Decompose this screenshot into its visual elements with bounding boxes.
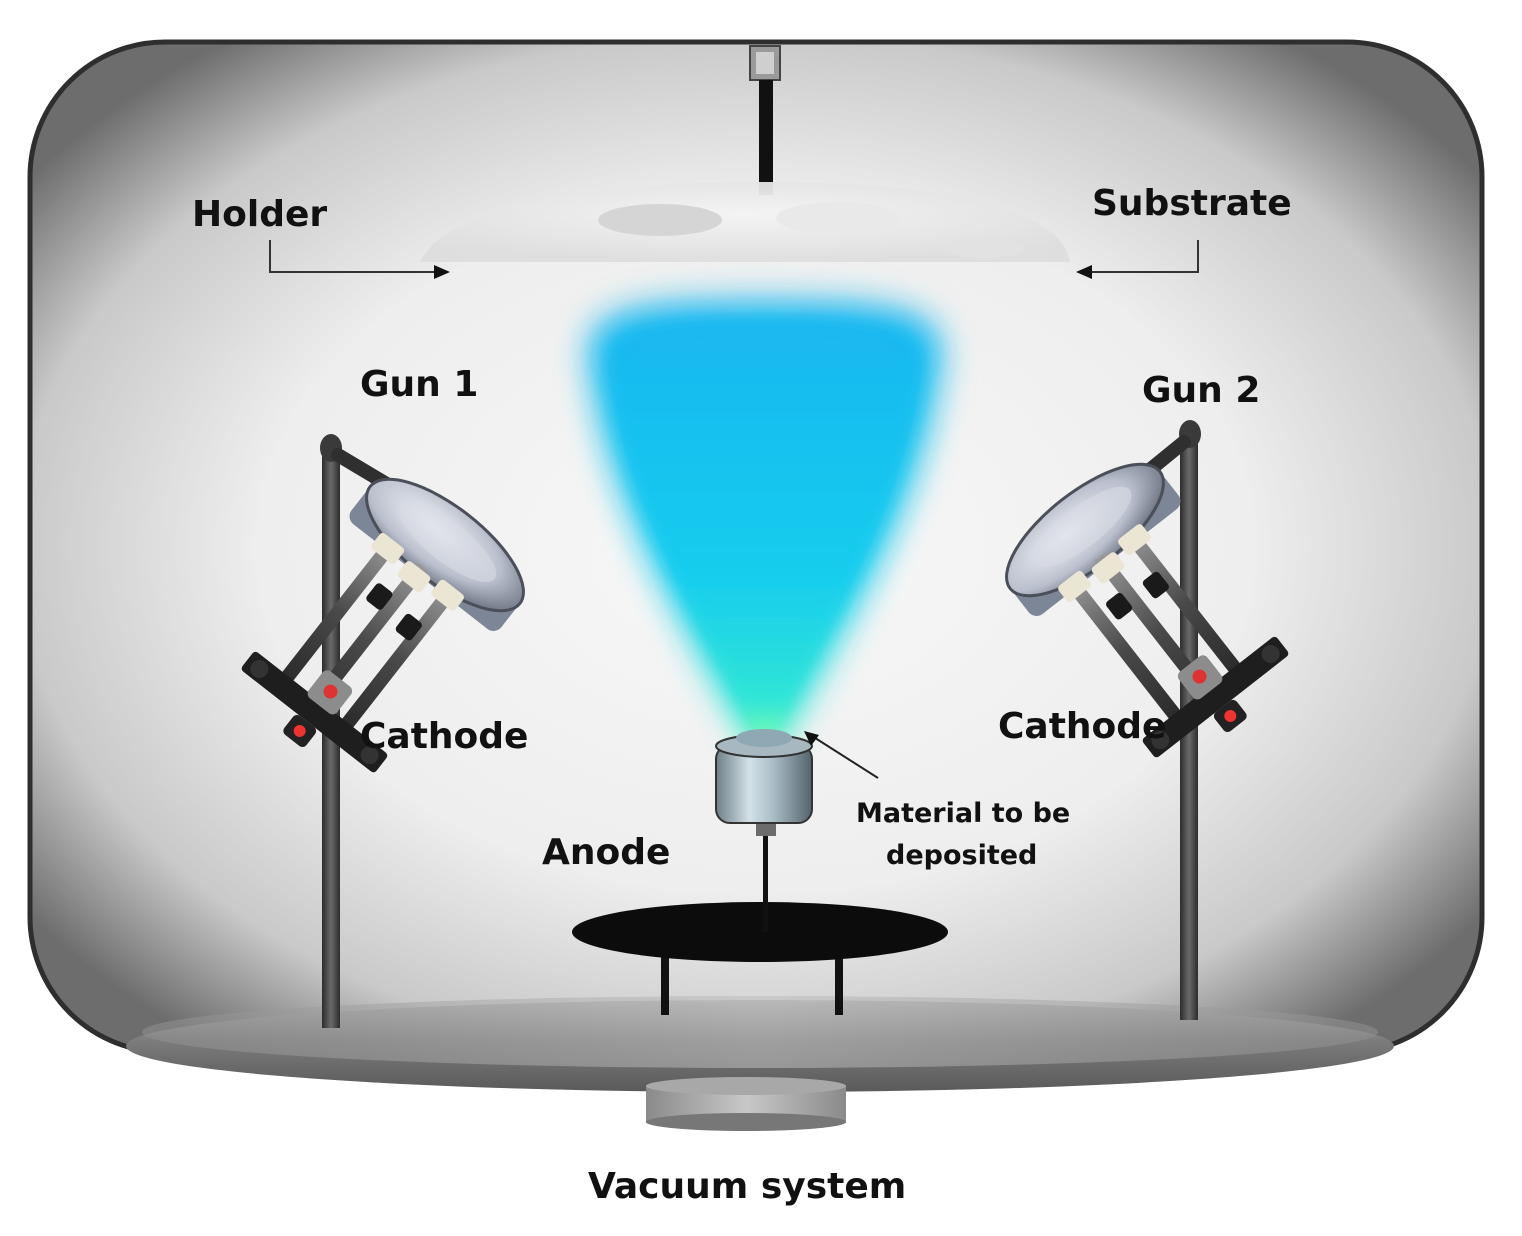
plasma-cone [587, 300, 943, 760]
substrate-holder [420, 182, 1070, 262]
gun-2-cathode-plate [1142, 636, 1289, 758]
material-arrow [804, 731, 879, 779]
base-plate [126, 996, 1394, 1092]
anode-stage [572, 818, 948, 1015]
gun-1-label: Gun 1 [360, 364, 478, 405]
anode-crucible [715, 729, 813, 824]
gun-2 [1005, 462, 1289, 758]
material-label-line1: Material to be [856, 798, 1070, 829]
anode-label: Anode [542, 832, 670, 873]
top-feedthrough [749, 45, 781, 195]
vacuum-system-label: Vacuum system [588, 1166, 906, 1207]
gun-2-label: Gun 2 [1142, 370, 1260, 411]
vacuum-port [646, 1077, 846, 1131]
gun-1 [241, 477, 525, 773]
cathode-left-label: Cathode [360, 716, 528, 757]
holder-arrow [269, 240, 450, 279]
substrate-label: Substrate [1092, 183, 1292, 224]
holder-label: Holder [192, 194, 327, 235]
cathode-right-label: Cathode [998, 706, 1166, 747]
gun-1-cathode-plate [241, 651, 388, 773]
material-label-line2: deposited [886, 840, 1037, 871]
substrate-arrow [1076, 240, 1199, 279]
